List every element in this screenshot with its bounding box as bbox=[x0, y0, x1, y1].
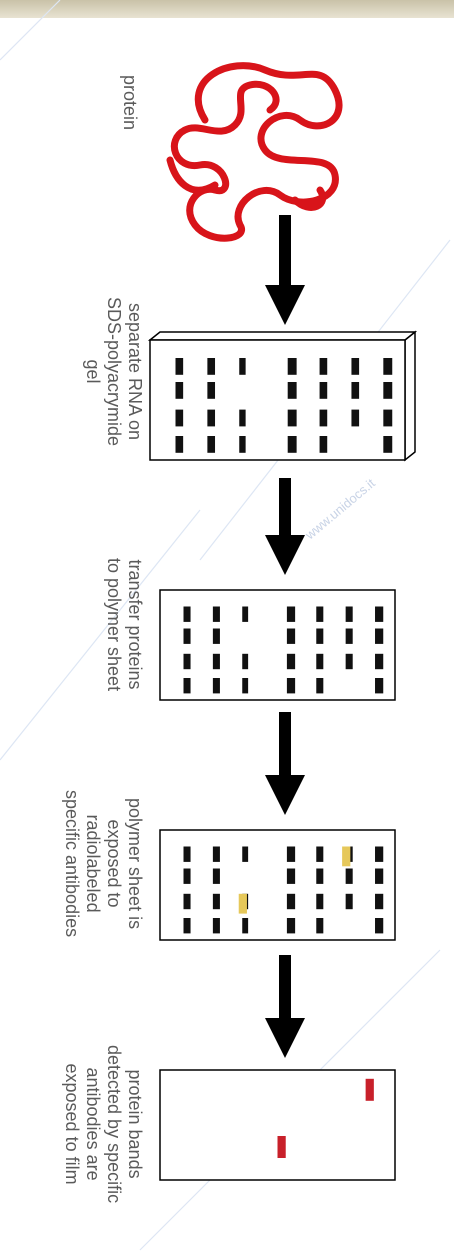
arrow-group bbox=[265, 215, 305, 1058]
gel-band bbox=[183, 893, 191, 910]
gel-band bbox=[286, 846, 296, 862]
gel-band bbox=[287, 436, 297, 453]
gel-band bbox=[212, 653, 220, 670]
gel-band bbox=[212, 628, 220, 644]
probed-sheet bbox=[159, 829, 396, 941]
gel-band bbox=[212, 918, 220, 934]
gel-band bbox=[183, 846, 191, 862]
gel-band bbox=[286, 653, 296, 670]
detected-band bbox=[277, 1136, 286, 1158]
down-arrow bbox=[265, 478, 305, 575]
gel-band bbox=[175, 382, 184, 399]
gel-band bbox=[319, 409, 328, 427]
gel-band bbox=[175, 436, 184, 453]
gel-band bbox=[212, 868, 220, 884]
gel-band bbox=[319, 382, 328, 399]
gel-band bbox=[286, 678, 296, 694]
gel-band bbox=[207, 358, 216, 375]
gel-band bbox=[242, 918, 249, 934]
down-arrow bbox=[265, 215, 305, 325]
gel-band bbox=[183, 678, 191, 694]
watermark-text-1: www.unidocs.it bbox=[302, 475, 379, 543]
gel-band bbox=[175, 409, 184, 427]
gel-band bbox=[375, 918, 384, 934]
gel-band bbox=[375, 868, 384, 884]
gel-band bbox=[319, 436, 328, 453]
gel-band bbox=[242, 846, 249, 862]
gel-band bbox=[345, 893, 353, 910]
gel-band bbox=[383, 358, 393, 375]
gel-band bbox=[175, 358, 184, 375]
gel-band bbox=[316, 653, 324, 670]
gel-band bbox=[375, 628, 384, 644]
gel-band bbox=[375, 653, 384, 670]
sds-gel bbox=[147, 330, 418, 462]
gel-band bbox=[375, 846, 384, 862]
top-strip bbox=[0, 0, 454, 18]
protein-squiggle bbox=[166, 62, 343, 242]
gel-band bbox=[239, 409, 246, 427]
gel-band bbox=[375, 893, 384, 910]
gel-band bbox=[316, 893, 324, 910]
gel-band bbox=[345, 868, 353, 884]
gel-band bbox=[286, 893, 296, 910]
gel-band bbox=[286, 868, 296, 884]
gel-band bbox=[316, 918, 324, 934]
gel-band bbox=[242, 678, 249, 694]
gel-band bbox=[316, 606, 324, 622]
gel-band bbox=[287, 358, 297, 375]
gel-band bbox=[351, 358, 360, 375]
down-arrow bbox=[265, 955, 305, 1058]
gel-band bbox=[183, 653, 191, 670]
gel-band bbox=[183, 918, 191, 934]
gel-band bbox=[287, 409, 297, 427]
gel-band bbox=[286, 918, 296, 934]
gel-band bbox=[345, 606, 353, 622]
gel-band bbox=[242, 653, 249, 670]
gel-band bbox=[375, 606, 384, 622]
gel-band bbox=[316, 678, 324, 694]
gel-band bbox=[242, 606, 249, 622]
labeled-band bbox=[342, 846, 351, 867]
gel-band bbox=[316, 628, 324, 644]
gel-band bbox=[287, 382, 297, 399]
gel-band bbox=[345, 628, 353, 644]
film bbox=[159, 1069, 396, 1181]
gel-band bbox=[212, 893, 220, 910]
gel-band bbox=[207, 409, 216, 427]
gel-band bbox=[207, 436, 216, 453]
gel-band bbox=[239, 436, 246, 453]
down-arrow bbox=[265, 712, 305, 815]
gel-band bbox=[351, 382, 360, 399]
gel-band bbox=[239, 358, 246, 375]
gel-band bbox=[319, 358, 328, 375]
gel-band bbox=[212, 606, 220, 622]
gel-band bbox=[212, 846, 220, 862]
gel-band bbox=[183, 606, 191, 622]
gel-band bbox=[375, 678, 384, 694]
gel-band bbox=[345, 653, 353, 670]
labeled-band bbox=[238, 893, 247, 914]
gel-band bbox=[316, 846, 324, 862]
gel-band bbox=[212, 678, 220, 694]
gel-band bbox=[286, 628, 296, 644]
gel-band bbox=[383, 436, 393, 453]
detected-band bbox=[365, 1078, 374, 1101]
gel-band bbox=[207, 382, 216, 399]
polymer-sheet bbox=[159, 589, 396, 701]
gel-band bbox=[383, 382, 393, 399]
gel-band bbox=[286, 606, 296, 622]
gel-band bbox=[351, 409, 360, 427]
gel-band bbox=[383, 409, 393, 427]
gel-band bbox=[316, 868, 324, 884]
gel-band bbox=[183, 628, 191, 644]
gel-band bbox=[183, 868, 191, 884]
